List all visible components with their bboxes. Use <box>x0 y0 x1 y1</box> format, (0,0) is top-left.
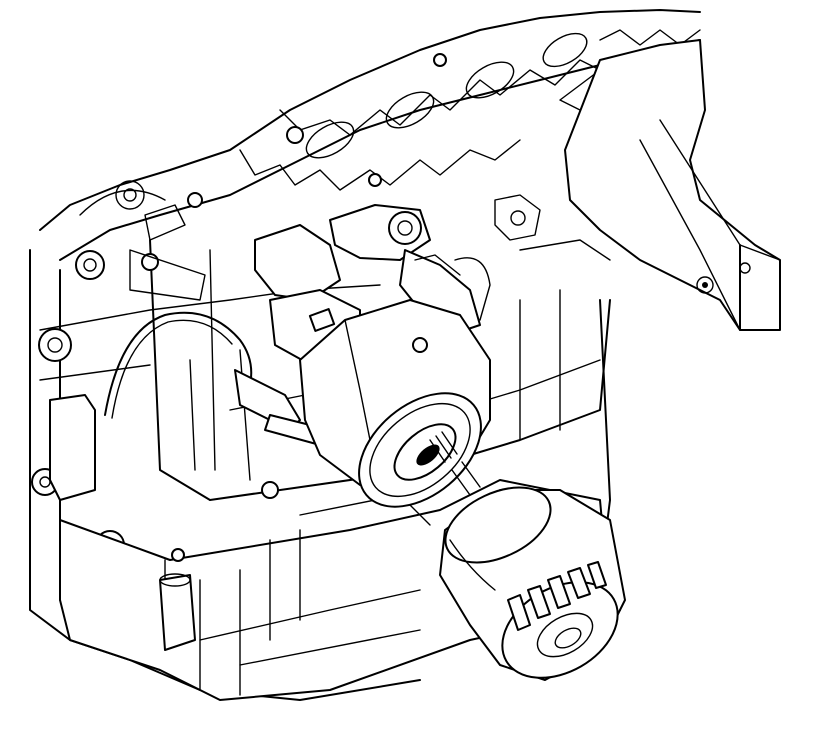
engine-mount-bracket <box>494 39 781 331</box>
filter-mounting-flange <box>299 299 491 508</box>
mounting-bolts <box>171 53 447 562</box>
oil-filter <box>439 461 626 681</box>
